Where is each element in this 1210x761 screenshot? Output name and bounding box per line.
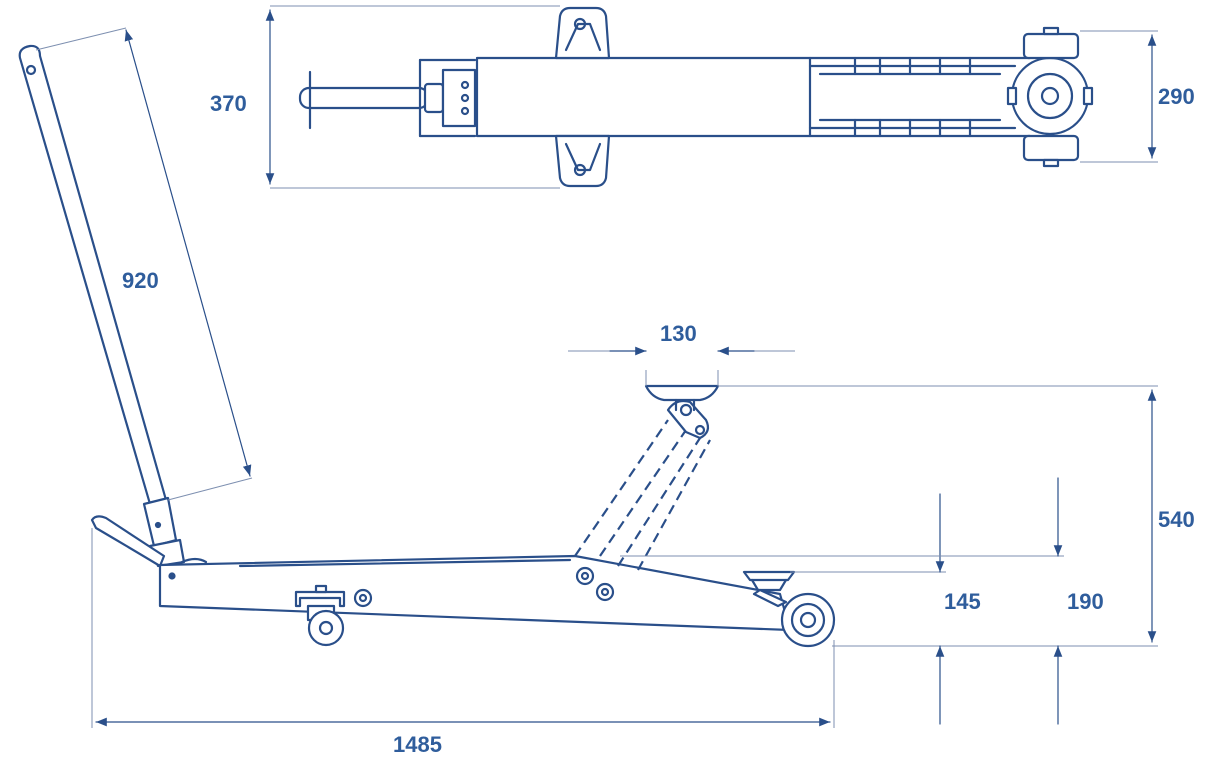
side-saddle-low (742, 570, 796, 582)
dimension-540: 540 (718, 385, 1195, 647)
side-handle-socket (142, 496, 178, 548)
dim-label-290: 290 (1158, 84, 1195, 109)
top-lug-upper (554, 6, 611, 60)
dimension-145: 145 (790, 493, 981, 725)
dim-label-130: 130 (660, 321, 697, 346)
dim-label-370: 370 (210, 91, 247, 116)
top-main-body (475, 56, 812, 138)
dimension-920: 920 (35, 27, 253, 501)
dimension-190: 190 (620, 477, 1104, 725)
top-saddle-disc (1010, 56, 1090, 136)
dim-label-920: 920 (122, 268, 159, 293)
dim-label-540: 540 (1158, 507, 1195, 532)
top-handle-shaft (298, 86, 430, 110)
side-arm-head (666, 399, 710, 440)
dimension-130: 130 (568, 321, 795, 386)
top-view (298, 6, 1094, 188)
dim-label-190: 190 (1067, 589, 1104, 614)
dim-label-145: 145 (944, 589, 981, 614)
top-lug-lower (554, 134, 611, 188)
dimension-1485: 1485 (91, 528, 835, 757)
side-front-wheel (780, 592, 836, 648)
side-caster-wheel (307, 609, 345, 647)
side-saddle-raised (644, 384, 720, 402)
top-wheel-lower (1022, 134, 1080, 162)
side-chassis (158, 554, 792, 632)
dimension-290: 290 (1080, 30, 1195, 163)
top-wheel-upper (1022, 32, 1080, 60)
dim-label-1485: 1485 (393, 732, 442, 757)
side-caster-bracket (294, 590, 346, 608)
